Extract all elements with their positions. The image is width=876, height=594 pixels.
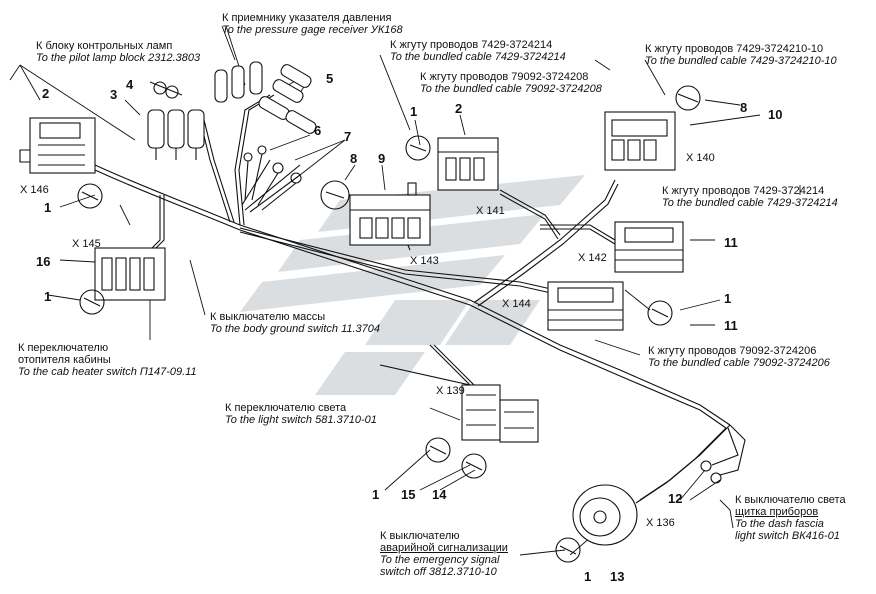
callout-1-top: 1 [410, 104, 418, 119]
callout-2-top: 2 [455, 101, 463, 116]
connector-label-x140: X 140 [686, 152, 715, 164]
label-emergency-en2: switch off 3812.3710-10 [380, 566, 497, 578]
callout-9: 9 [378, 151, 386, 166]
callout-11-upper: 11 [724, 235, 738, 250]
connector-label-x144: X 144 [502, 298, 531, 310]
label-bundle-79092-206: К жгуту проводов 79092-3724206 To the bu… [648, 345, 830, 369]
label-pressure: К приемнику указателя давления To the pr… [222, 12, 403, 36]
connector-x139 [461, 384, 539, 443]
label-emergency: К выключателю аварийной сигнализации To … [380, 530, 508, 578]
label-cab-heater-ru2: отопителя кабины [18, 354, 111, 366]
terminal-4 [149, 81, 183, 99]
connector-label-x139: X 139 [436, 385, 465, 397]
callout-13: 13 [610, 569, 625, 584]
connector-x141 [437, 137, 499, 191]
label-bundle-79092-208: К жгуту проводов 79092-3724208 To the bu… [420, 71, 602, 95]
label-light-switch-en: To the light switch 581.3710-01 [225, 414, 377, 426]
callout-6: 6 [314, 123, 322, 138]
callout-1-lower-left: 1 [44, 289, 52, 304]
callout-1-center: 1 [372, 487, 380, 502]
terminal-1-right [647, 300, 673, 326]
terminal-8-left [320, 180, 350, 210]
label-emergency-ru2: аварийной сигнализации [380, 542, 508, 554]
label-pressure-ru: К приемнику указателя давления [222, 12, 392, 24]
label-pressure-en: To the pressure gage receiver УК168 [222, 24, 403, 36]
label-light-switch-ru: К переключателю света [225, 402, 347, 414]
connector-label-x145: X 145 [72, 238, 101, 250]
connector-label-x146: X 146 [20, 184, 49, 196]
label-dash-switch-ru2: щитка приборов [735, 506, 819, 518]
callout-16: 16 [36, 254, 51, 269]
callout-1-bottom: 1 [584, 569, 592, 584]
label-dash-switch-en1: To the dash fascia [735, 518, 824, 530]
label-bundle-7429-top: К жгуту проводов 7429-3724214 To the bun… [390, 39, 566, 63]
callout-3: 3 [110, 87, 118, 102]
label-bundle-79092-206-ru: К жгуту проводов 79092-3724206 [648, 345, 817, 357]
terminal-1-bottom [555, 537, 581, 563]
label-bundle-7429-top-ru: К жгуту проводов 7429-3724214 [390, 39, 553, 51]
connector-label-x143: X 143 [410, 255, 439, 267]
ring-terminals [243, 145, 302, 211]
terminal-1-left-lower [79, 289, 105, 315]
lamp-sockets [147, 109, 205, 160]
connector-x146 [19, 117, 96, 174]
label-bundle-7429-right-ru: К жгуту проводов 7429-3724214 [662, 185, 825, 197]
label-light-switch: К переключателю света To the light switc… [225, 402, 377, 426]
ring-terminals-12 [700, 460, 722, 484]
connector-x143 [349, 182, 431, 246]
connector-label-x136: X 136 [646, 517, 675, 529]
label-emergency-ru1: К выключателю [380, 530, 460, 542]
label-bundle-7429-10-ru: К жгуту проводов 7429-3724210-10 [645, 43, 824, 55]
label-bundle-7429-10: К жгуту проводов 7429-3724210-10 To the … [645, 43, 837, 67]
label-ground-switch-en: To the body ground switch 11.3704 [210, 323, 381, 335]
terminal-14 [461, 453, 487, 479]
connector-x136 [572, 484, 638, 546]
label-ground-switch: К выключателю массы To the body ground s… [210, 311, 380, 335]
callout-4: 4 [126, 77, 134, 92]
terminal-1-top [405, 135, 431, 161]
label-bundle-7429-right: К жгуту проводов 7429-3724214 To the bun… [662, 185, 838, 209]
label-cab-heater: К переключателю отопителя кабины To the … [18, 342, 197, 378]
label-pilot-lamp: К блоку контрольных ламп To the pilot la… [36, 40, 200, 64]
callout-5: 5 [326, 71, 334, 86]
label-bundle-79092-206-en: To the bundled cable 79092-3724206 [648, 357, 830, 369]
callout-1-right: 1 [724, 291, 732, 306]
connector-x145 [94, 247, 166, 301]
label-emergency-en1: To the emergency signal [380, 554, 500, 566]
terminal-1-left-upper [77, 183, 103, 209]
callout-8-left: 8 [350, 151, 358, 166]
label-cab-heater-en: To the cab heater switch П147-09.11 [18, 366, 197, 378]
label-bundle-7429-top-en: To the bundled cable 7429-3724214 [390, 51, 566, 63]
connector-x144 [547, 281, 624, 331]
label-dash-switch: К выключателю света щитка приборов To th… [735, 494, 846, 542]
label-cab-heater-ru1: К переключателю [18, 342, 109, 354]
label-pilot-lamp-en: To the pilot lamp block 2312.3803 [36, 52, 201, 64]
label-bundle-7429-10-en: To the bundled cable 7429-3724210-10 [645, 55, 837, 67]
connector-label-x141: X 141 [476, 205, 505, 217]
connector-x140 [604, 111, 676, 171]
connector-label-x142: X 142 [578, 252, 607, 264]
callout-8-right: 8 [740, 100, 748, 115]
terminal-15 [425, 437, 451, 463]
label-ground-switch-ru: К выключателю массы [210, 311, 326, 323]
callout-1-upper-left: 1 [44, 200, 52, 215]
callout-15: 15 [401, 487, 416, 502]
terminal-8-right [675, 85, 701, 111]
pressure-sockets [214, 61, 317, 134]
callout-2-left: 2 [42, 86, 50, 101]
label-bundle-79092-208-ru: К жгуту проводов 79092-3724208 [420, 71, 589, 83]
callout-14: 14 [432, 487, 447, 502]
label-bundle-7429-right-en: To the bundled cable 7429-3724214 [662, 197, 838, 209]
label-dash-switch-en2: light switch ВК416-01 [735, 530, 840, 542]
label-pilot-lamp-ru: К блоку контрольных ламп [36, 40, 173, 52]
callout-11-lower: 11 [724, 318, 738, 333]
label-dash-switch-ru1: К выключателю света [735, 494, 846, 506]
callout-12: 12 [668, 491, 683, 506]
callout-10: 10 [768, 107, 783, 122]
callout-7: 7 [344, 129, 352, 144]
label-bundle-79092-208-en: To the bundled cable 79092-3724208 [420, 83, 602, 95]
connector-x142 [614, 221, 684, 273]
